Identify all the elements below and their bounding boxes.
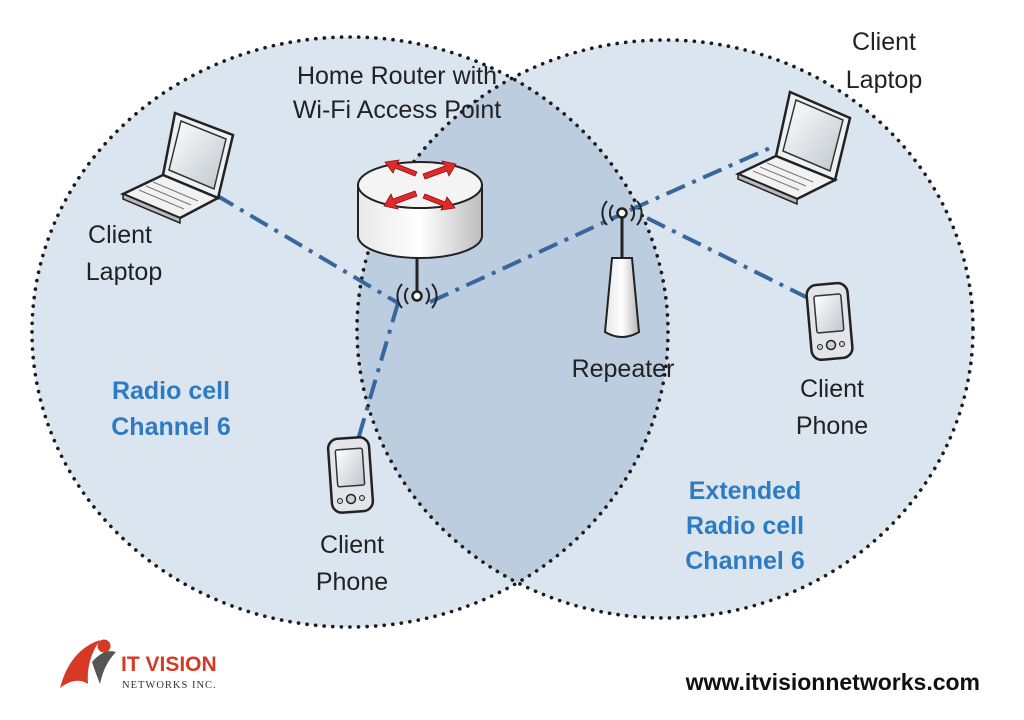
bottom-phone-icon xyxy=(326,436,375,514)
router-icon xyxy=(357,159,483,292)
primary-cell-label-line1: Radio cell xyxy=(112,377,230,405)
right-phone-label-line2: Phone xyxy=(796,412,868,440)
link-router-phone xyxy=(355,302,400,444)
left-laptop-label-line2: Laptop xyxy=(86,258,162,286)
extended-cell-label-line3: Channel 6 xyxy=(685,547,804,575)
link-repeater-right-phone xyxy=(646,216,813,302)
link-router-left-laptop xyxy=(214,193,400,305)
right-phone-icon xyxy=(805,281,854,362)
router-signal-icon xyxy=(396,283,438,309)
repeater-label: Repeater xyxy=(572,355,675,383)
right-laptop-label-line1: Client xyxy=(852,28,916,56)
wireless-links xyxy=(214,146,813,444)
right-laptop-icon xyxy=(734,90,852,206)
logo-name: IT VISION xyxy=(121,653,217,676)
repeater-icon xyxy=(603,218,641,338)
cell-overlap-area xyxy=(357,40,668,618)
bottom-phone-label-line2: Phone xyxy=(316,568,388,596)
website-url: www.itvisionnetworks.com xyxy=(685,669,980,695)
router-label-line2: Wi-Fi Access Point xyxy=(293,96,501,124)
right-phone-label-line1: Client xyxy=(800,375,864,403)
extended-cell-border xyxy=(355,38,975,620)
right-laptop-label-line2: Laptop xyxy=(846,66,922,94)
primary-cell-border xyxy=(30,35,670,629)
link-router-repeater xyxy=(429,213,621,304)
left-laptop-label-line1: Client xyxy=(88,221,152,249)
extended-cell-label-line1: Extended xyxy=(689,477,802,505)
primary-cell-label-line2: Channel 6 xyxy=(111,413,230,441)
logo-subtitle: NETWORKS INC. xyxy=(122,680,217,691)
left-laptop-icon xyxy=(119,111,235,225)
runner-logo-icon xyxy=(60,639,116,688)
router-label-line1: Home Router with xyxy=(297,62,497,90)
repeater-signal-icon xyxy=(601,200,643,226)
extended-cell-label-line2: Radio cell xyxy=(686,512,804,540)
link-repeater-right-laptop xyxy=(629,146,771,212)
bottom-phone-label-line1: Client xyxy=(320,531,384,559)
